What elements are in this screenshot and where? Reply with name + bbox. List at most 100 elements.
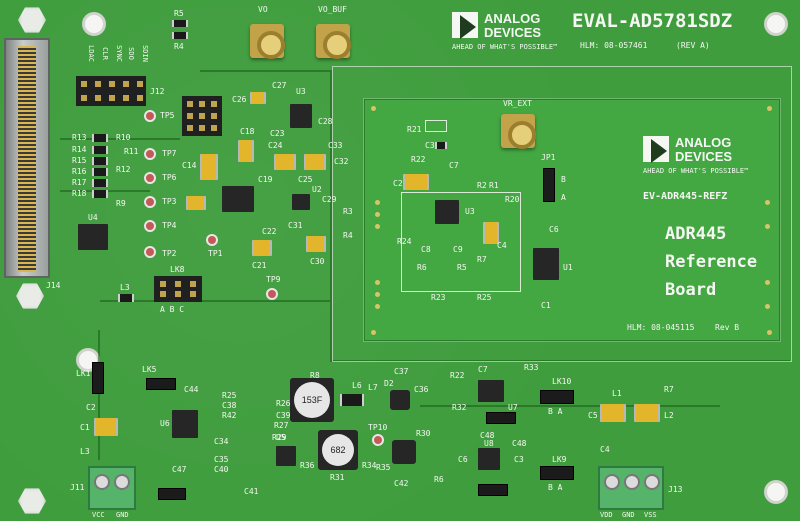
sma-vo-buf[interactable] bbox=[316, 24, 351, 59]
daughter-label-r5: R5 bbox=[457, 263, 467, 272]
analog-devices-logo bbox=[452, 12, 478, 39]
daughter-label-r24: R24 bbox=[397, 237, 412, 246]
label-r41: R26 bbox=[276, 399, 291, 408]
inductor-l9: 682 bbox=[318, 430, 358, 470]
label-c21: C21 bbox=[252, 261, 267, 270]
label-r30: C47 bbox=[172, 465, 187, 474]
daughter-label-r22: R22 bbox=[411, 155, 426, 164]
j12-pin-sdo: SDO bbox=[126, 47, 135, 60]
resistor-r8 bbox=[118, 294, 134, 302]
label-c45: R32 bbox=[452, 403, 467, 412]
label-r15: R15 bbox=[72, 156, 87, 165]
label-c41: R35 bbox=[376, 463, 391, 472]
daughter-label-r20: R20 bbox=[505, 195, 520, 204]
label-r17: R17 bbox=[72, 178, 87, 187]
daughter-cap-c3 bbox=[435, 142, 447, 149]
j12-pin-ldac: LDAC bbox=[86, 45, 95, 62]
ic-u2-main bbox=[222, 186, 254, 212]
resistor-r4 bbox=[172, 32, 188, 39]
capacitor-c-small bbox=[186, 196, 206, 210]
mounting-hole-top-left-2 bbox=[82, 12, 106, 36]
jumper-lk1[interactable] bbox=[92, 362, 104, 394]
jumper-lk10[interactable] bbox=[540, 390, 574, 404]
label-lk8: LK8 bbox=[170, 265, 185, 274]
jumper-lk7[interactable] bbox=[478, 484, 508, 496]
header-j12[interactable] bbox=[76, 76, 146, 106]
sma-vr-ext[interactable] bbox=[501, 114, 536, 149]
trace bbox=[100, 300, 330, 302]
label-r12: R12 bbox=[116, 165, 131, 174]
daughter-tagline: AHEAD OF WHAT'S POSSIBLE™ bbox=[643, 167, 749, 175]
label-r40: C38 bbox=[222, 401, 237, 410]
board-hlm: HLM: 08-057461 bbox=[580, 41, 648, 50]
terminal-block-j13[interactable] bbox=[598, 466, 664, 510]
test-point[interactable] bbox=[206, 234, 218, 246]
daughter-label-r7: R7 bbox=[477, 255, 487, 264]
brand-line1: ANALOG bbox=[484, 11, 541, 26]
jumper-jp1[interactable] bbox=[543, 168, 555, 202]
brand-tagline: AHEAD OF WHAT'S POSSIBLE™ bbox=[452, 43, 558, 51]
test-point[interactable] bbox=[144, 172, 156, 184]
test-point[interactable] bbox=[144, 148, 156, 160]
inductor-l7 bbox=[390, 390, 410, 410]
jumper-lk5[interactable] bbox=[146, 378, 176, 390]
test-point[interactable] bbox=[144, 220, 156, 232]
label-u8: U8 bbox=[484, 439, 494, 448]
header-j3[interactable] bbox=[182, 96, 222, 136]
label-c19: C19 bbox=[258, 175, 273, 184]
test-point-tp10[interactable] bbox=[372, 434, 384, 446]
jumper-lk9[interactable] bbox=[540, 466, 574, 480]
label-r33: C7 bbox=[478, 365, 488, 374]
ic-u3 bbox=[290, 104, 312, 128]
daughter-ic-u1 bbox=[533, 248, 559, 280]
label-c24: C24 bbox=[268, 141, 283, 150]
label-r25: R29 bbox=[272, 433, 287, 442]
edge-connector-j14 bbox=[4, 38, 50, 278]
label-c47: C6 bbox=[458, 455, 468, 464]
inductor-small bbox=[392, 440, 416, 464]
inductor-l6: 153F bbox=[290, 378, 334, 422]
label-j14: J14 bbox=[46, 281, 61, 290]
daughter-brand-line1: ANALOG bbox=[675, 135, 732, 150]
daughter-label-r23: R23 bbox=[431, 293, 446, 302]
daughter-label-u3: U3 bbox=[465, 207, 475, 216]
jumper-lk4[interactable] bbox=[158, 488, 186, 500]
mounting-hole-top-right bbox=[764, 12, 788, 36]
ic-u5 bbox=[276, 446, 296, 466]
label-lk1: LK1 bbox=[76, 369, 91, 378]
daughter-hlm: HLM: 08-045115 bbox=[627, 323, 695, 332]
label-lk8-abc: A B C bbox=[160, 305, 185, 314]
label-r42: C35 bbox=[214, 455, 229, 464]
daughter-label-r4: R4 bbox=[343, 231, 353, 240]
label-c33: C33 bbox=[328, 141, 343, 150]
label-tp1: TP1 bbox=[208, 249, 223, 258]
test-point[interactable] bbox=[144, 196, 156, 208]
capacitor-c1 bbox=[94, 418, 118, 436]
jumper-lk8[interactable] bbox=[154, 276, 202, 302]
label-c28: C28 bbox=[318, 117, 333, 126]
resistor bbox=[92, 146, 108, 154]
label-r4: R4 bbox=[174, 42, 184, 51]
daughter-analog-devices-logo bbox=[643, 136, 669, 163]
label-u2: U2 bbox=[312, 185, 322, 194]
label-lk9-ba: B A bbox=[548, 483, 563, 492]
daughter-label-r21: R21 bbox=[407, 125, 422, 134]
test-point-tp5[interactable] bbox=[144, 110, 156, 122]
label-r11: R11 bbox=[124, 147, 139, 156]
sma-vo[interactable] bbox=[250, 24, 285, 59]
label-r32: R33 bbox=[524, 363, 539, 372]
test-point-tp9[interactable] bbox=[266, 288, 278, 300]
label-c35: R36 bbox=[300, 461, 315, 470]
label-r23: R27 bbox=[274, 421, 289, 430]
outline bbox=[401, 192, 521, 292]
capacitor-c26 bbox=[250, 92, 266, 104]
ic-u7 bbox=[478, 380, 504, 402]
label-r36: C48 bbox=[480, 431, 495, 440]
test-point[interactable] bbox=[144, 246, 156, 258]
terminal-block-j11[interactable] bbox=[88, 466, 136, 510]
label-c37: C36 bbox=[414, 385, 429, 394]
label-lk5: LK5 bbox=[142, 365, 157, 374]
inductor-label-153f: 153F bbox=[294, 382, 330, 418]
jumper-lk6[interactable] bbox=[486, 412, 516, 424]
label-r39: R25 bbox=[222, 391, 237, 400]
